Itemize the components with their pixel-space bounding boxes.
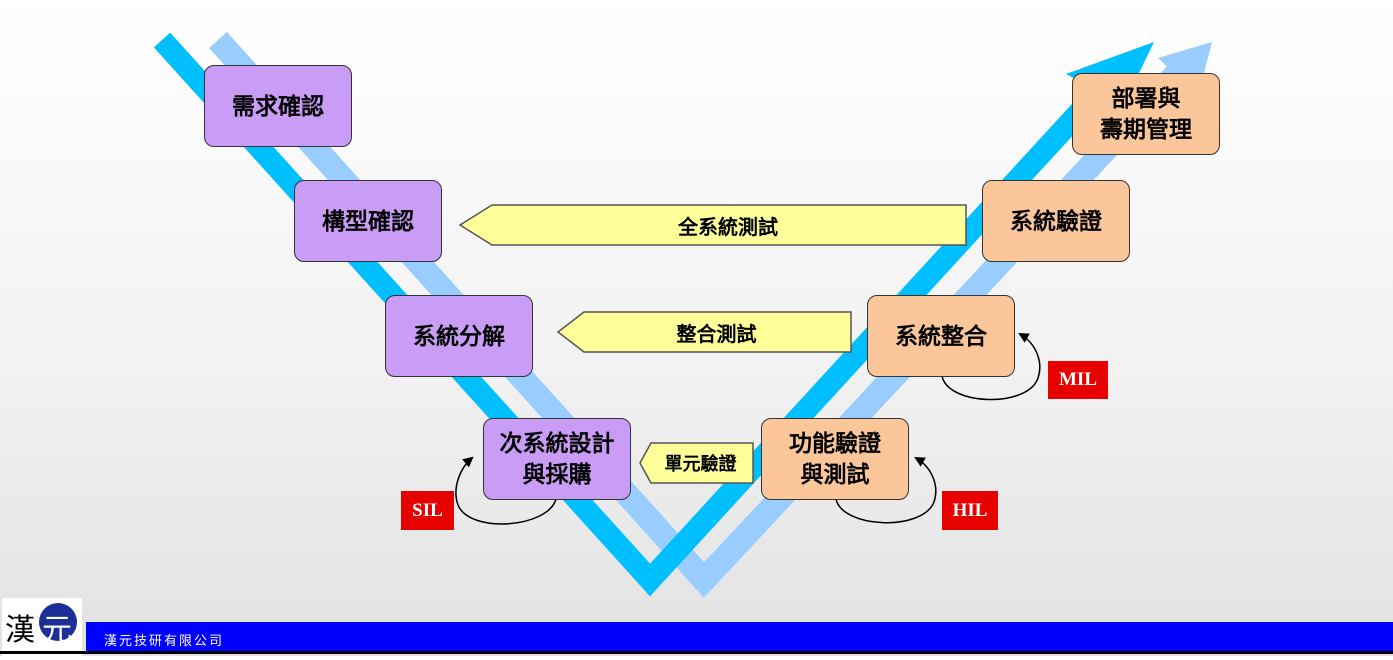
system-integration-box: 系統整合 (867, 295, 1015, 377)
hil-tag: HIL (942, 491, 998, 530)
hil-loop-arrow (835, 456, 937, 524)
footer-company-name: 漢元技研有限公司 (104, 634, 225, 649)
logo-glyph-1: 漢 (5, 613, 35, 648)
sil-tag: SIL (401, 491, 454, 530)
prototype-box: 構型確認 (294, 180, 442, 262)
requirements-box: 需求確認 (204, 65, 352, 147)
full-test-arrow (458, 204, 967, 246)
integration-test-label: 整合測試 (676, 321, 757, 346)
sil-loop-arrow (455, 456, 557, 525)
footer-bar (86, 622, 1393, 651)
mil-loop-arrow (941, 332, 1041, 401)
decomposition-box: 系統分解 (385, 295, 533, 377)
subsystem-design-box: 次系統設計 與採購 (483, 418, 631, 500)
company-logo: 漢 元 (2, 598, 82, 656)
logo-circle (39, 603, 77, 641)
full-test-label: 全系統測試 (678, 214, 778, 239)
logo-glyph-2: 元 (42, 613, 72, 648)
function-test-box: 功能驗證 與測試 (761, 418, 909, 500)
unit-verify-arrow (639, 442, 754, 484)
v-band-light (209, 31, 1189, 598)
deployment-box: 部署與 壽期管理 (1072, 73, 1220, 155)
integration-test-arrow (556, 311, 852, 353)
footer-divider (0, 651, 1393, 654)
mil-tag: MIL (1048, 361, 1108, 399)
unit-verify-label: 單元驗證 (664, 454, 737, 475)
system-verification-box: 系統驗證 (982, 180, 1130, 262)
logo-mark: 漢 元 (5, 603, 77, 648)
